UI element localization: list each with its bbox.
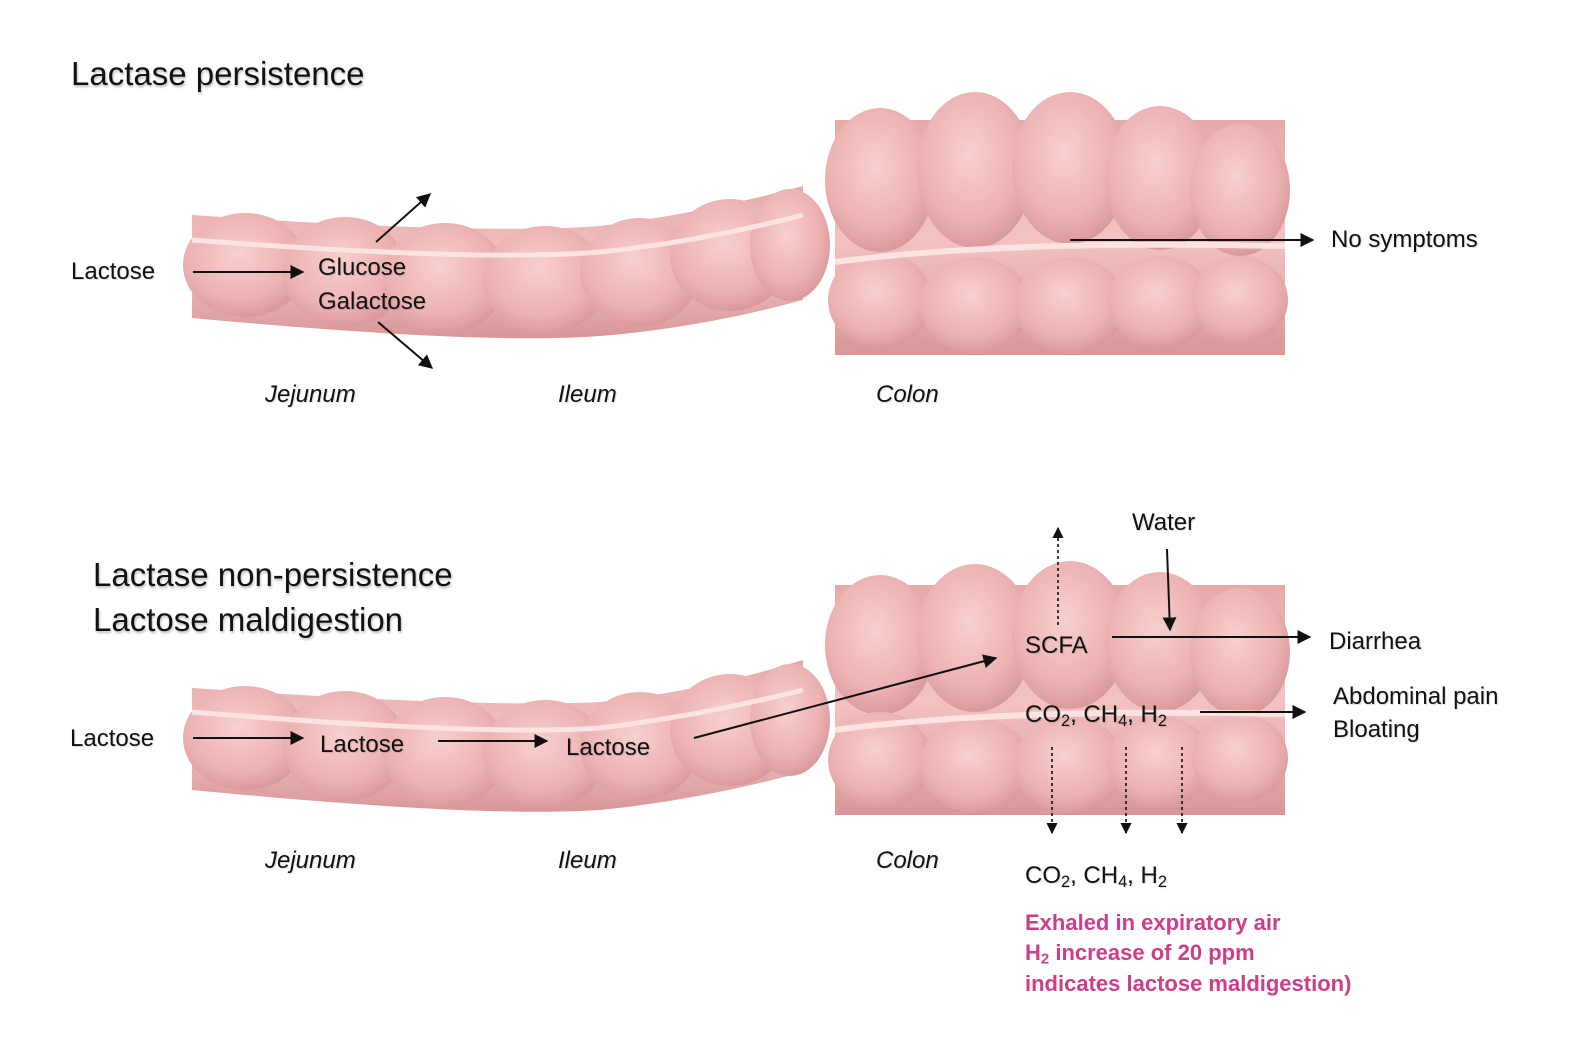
label-galactose: Galactose (318, 288, 427, 315)
label-water: Water (1132, 509, 1196, 536)
note-line-1: Exhaled in expiratory air (1025, 910, 1281, 935)
note-line-3: indicates lactose maldigestion) (1025, 970, 1352, 996)
label-abdominal-pain: Abdominal pain (1333, 683, 1499, 710)
segment-colon-top: Colon (876, 381, 939, 408)
label-lactose-input-top: Lactose (71, 258, 156, 285)
label-glucose: Glucose (318, 254, 407, 281)
colon-top (825, 92, 1290, 355)
title-lactose-maldigestion: Lactose maldigestion (93, 601, 404, 638)
segment-jejunum-top: Jejunum (265, 381, 356, 408)
arrow-absorb-up (375, 193, 432, 243)
arrow-ileum-to-colon (693, 654, 998, 739)
segment-ileum-top: Ileum (558, 381, 617, 408)
label-lactose-input-bottom: Lactose (70, 725, 155, 752)
segment-jejunum-bottom: Jejunum (265, 847, 356, 874)
title-lactase-non-persistence: Lactase non-persistence (93, 556, 453, 593)
note-line-2: H2 increase of 20 ppm (1025, 940, 1255, 969)
label-lactose-jejunum: Lactose (320, 731, 405, 758)
title-lactase-persistence: Lactase persistence (71, 55, 365, 92)
small-intestine-top (183, 186, 830, 339)
colon-bottom (825, 561, 1290, 815)
label-no-symptoms: No symptoms (1331, 226, 1478, 253)
label-lactose-ileum: Lactose (566, 734, 651, 761)
label-scfa: SCFA (1025, 632, 1088, 659)
arrow-absorb-down (377, 321, 434, 369)
small-intestine-bottom (183, 660, 830, 812)
label-colon-gases: CO2, CH4, H2 (1025, 701, 1167, 731)
label-diarrhea: Diarrhea (1329, 628, 1422, 655)
breath-test-note: Exhaled in expiratory air H2 increase of… (1025, 908, 1351, 999)
segment-ileum-bottom: Ileum (558, 847, 617, 874)
label-exhaled-gases: CO2, CH4, H2 (1025, 862, 1167, 892)
arrow-water-in (1162, 548, 1177, 632)
label-bloating: Bloating (1333, 716, 1420, 743)
segment-colon-bottom: Colon (876, 847, 939, 874)
